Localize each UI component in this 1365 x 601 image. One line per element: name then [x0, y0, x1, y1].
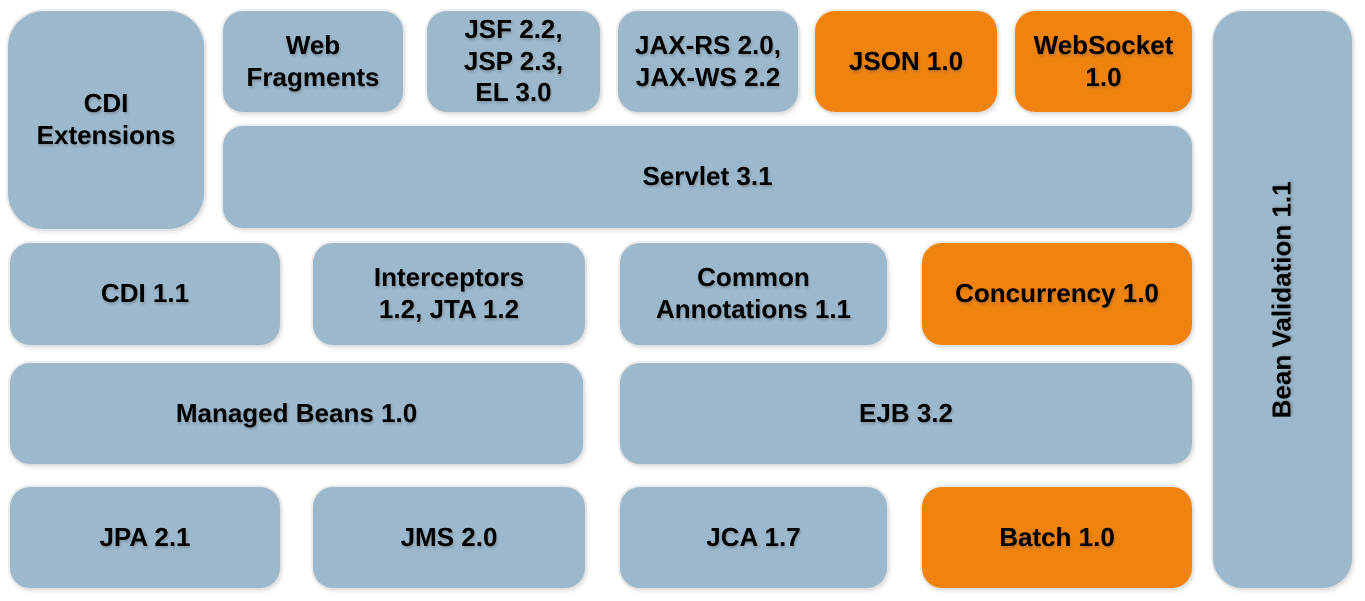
- box-cdi: CDI 1.1: [10, 243, 280, 345]
- box-jms: JMS 2.0: [313, 487, 585, 588]
- box-jaxrs-jaxws-label: JAX-RS 2.0, JAX-WS 2.2: [635, 29, 781, 92]
- box-cdi-label: CDI 1.1: [100, 278, 190, 309]
- box-managed-beans: Managed Beans 1.0: [10, 363, 583, 464]
- box-managed-beans-label: Managed Beans 1.0: [175, 397, 418, 428]
- box-servlet-label: Servlet 3.1: [642, 161, 773, 192]
- box-common-annotations: Common Annotations 1.1: [620, 243, 887, 345]
- box-batch: Batch 1.0: [922, 487, 1192, 588]
- box-batch-label: Batch 1.0: [999, 521, 1115, 552]
- box-bean-validation: Bean Validation 1.1: [1213, 11, 1352, 588]
- box-json-label: JSON 1.0: [848, 45, 964, 76]
- box-jms-label: JMS 2.0: [400, 521, 498, 552]
- box-jca: JCA 1.7: [620, 487, 887, 588]
- box-jpa-label: JPA 2.1: [99, 521, 191, 552]
- box-concurrency: Concurrency 1.0: [922, 243, 1192, 345]
- box-ejb-label: EJB 3.2: [859, 397, 953, 428]
- box-jsf-jsp-el: JSF 2.2, JSP 2.3, EL 3.0: [427, 11, 600, 112]
- box-jaxrs-jaxws: JAX-RS 2.0, JAX-WS 2.2: [618, 11, 798, 112]
- box-interceptors-jta: Interceptors 1.2, JTA 1.2: [313, 243, 585, 345]
- box-cdi-extensions-label: CDI Extensions: [36, 88, 176, 150]
- box-websocket-label: WebSocket 1.0: [1033, 29, 1174, 92]
- box-servlet: Servlet 3.1: [223, 126, 1192, 228]
- box-websocket: WebSocket 1.0: [1015, 11, 1192, 112]
- box-cdi-extensions: CDI Extensions: [8, 11, 204, 229]
- box-concurrency-label: Concurrency 1.0: [955, 278, 1159, 309]
- box-json: JSON 1.0: [815, 11, 997, 112]
- box-jsf-jsp-el-label: JSF 2.2, JSP 2.3, EL 3.0: [463, 13, 564, 108]
- box-web-fragments-label: Web Fragments: [246, 29, 380, 92]
- box-ejb: EJB 3.2: [620, 363, 1192, 464]
- box-bean-validation-label: Bean Validation 1.1: [1266, 181, 1297, 418]
- box-jpa: JPA 2.1: [10, 487, 280, 588]
- box-jca-label: JCA 1.7: [706, 521, 801, 552]
- box-common-annotations-label: Common Annotations 1.1: [655, 262, 851, 324]
- box-web-fragments: Web Fragments: [223, 11, 403, 112]
- box-interceptors-jta-label: Interceptors 1.2, JTA 1.2: [373, 262, 525, 324]
